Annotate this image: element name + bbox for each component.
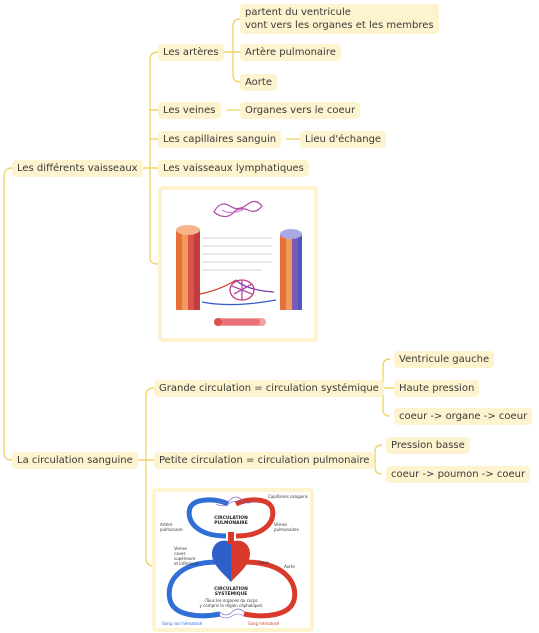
pulmonary-loop-blue xyxy=(186,497,230,539)
connector-vaisseaux xyxy=(138,51,159,265)
artery-cross-section-icon xyxy=(176,225,200,310)
node-arteres-label[interactable]: Les artères xyxy=(158,44,224,61)
pulmonary-capillaries-icon xyxy=(215,496,255,507)
node-capillaires[interactable]: Les capillaires sanguin xyxy=(158,131,282,148)
node-coeur-organe[interactable]: coeur -> organe -> coeur xyxy=(394,408,533,425)
connector-root xyxy=(3,167,13,461)
node-circulation[interactable]: La circulation sanguine xyxy=(12,452,138,469)
node-veines[interactable]: Les veines xyxy=(158,102,221,119)
connector-arteres xyxy=(222,18,241,83)
label-aorte: Aorte xyxy=(284,564,295,569)
systemic-loop-red xyxy=(243,559,298,619)
node-veines-child[interactable]: Organes vers le coeur xyxy=(240,102,361,119)
node-vaisseaux[interactable]: Les différents vaisseaux xyxy=(12,160,143,177)
label-coeur: Cœur xyxy=(258,560,269,565)
pulmonary-loop-red xyxy=(234,497,276,539)
heart-icon xyxy=(211,532,251,582)
lymph-vessel-icon xyxy=(214,318,266,326)
capillary-network-icon xyxy=(199,279,277,306)
node-capillaires-child[interactable]: Lieu d'échange xyxy=(300,131,387,148)
node-petite-circulation[interactable]: Petite circulation = circulation pulmona… xyxy=(154,452,375,469)
vessels-illustration xyxy=(162,190,314,338)
node-arteres-description[interactable]: partent du ventricule vont vers les orga… xyxy=(240,4,439,34)
label-capillaires-sanguins: Capillaires sanguins xyxy=(268,494,308,499)
systemic-capillaries-icon xyxy=(219,608,245,619)
legend-sang-hematose: Sang hématosé xyxy=(248,621,280,626)
node-pression-basse[interactable]: Pression basse xyxy=(386,437,470,454)
node-coeur-poumon[interactable]: coeur -> poumon -> coeur xyxy=(386,466,531,483)
legend-sang-non-hematose: Sang non hématosé xyxy=(162,621,203,626)
capillary-detail-icon xyxy=(213,200,263,218)
vein-cross-section-icon xyxy=(280,229,302,310)
node-lymphatiques[interactable]: Les vaisseaux lymphatiques xyxy=(158,160,309,177)
node-ventricule-gauche[interactable]: Ventricule gauche xyxy=(394,351,495,368)
node-grande-circulation[interactable]: Grande circulation = circulation systémi… xyxy=(154,380,384,397)
vessels-illustration-card[interactable] xyxy=(158,186,318,342)
node-artere-pulmonaire[interactable]: Artère pulmonaire xyxy=(240,44,341,61)
connector-circulation xyxy=(134,387,155,567)
systemic-loop-blue xyxy=(166,559,221,619)
node-aorte[interactable]: Aorte xyxy=(240,74,277,91)
node-haute-pression[interactable]: Haute pression xyxy=(394,380,480,397)
